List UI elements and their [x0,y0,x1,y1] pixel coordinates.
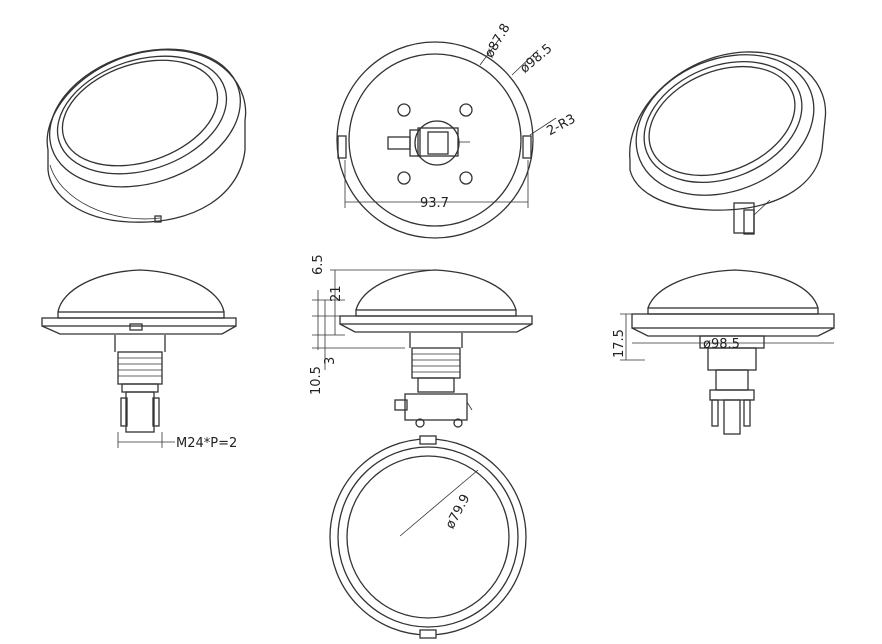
dim-top-outer-diameter: ø98.5 [517,41,555,76]
dim-top-width: 93.7 [420,196,449,211]
dim-thread-spec: M24*P=2 [176,436,237,451]
dim-cap-height: 6.5 [311,254,326,275]
iso-view-right [629,51,827,235]
dim-total-height: 21 [329,285,344,302]
dim-side-diameter: ø98.5 [703,337,740,352]
dim-top-inner-diameter: ø87.8 [482,21,513,60]
bottom-view: ø79.9 [329,435,527,639]
dim-flange-gap: 3 [323,357,338,365]
dim-side-height: 17.5 [612,329,627,358]
dim-mount-holes: 2-R3 [544,112,578,139]
dim-flange-height: 10.5 [309,366,324,395]
front-view-left: M24*P=2 [41,269,237,451]
top-view: ø87.8 ø98.5 2-R3 93.7 [336,21,578,239]
dim-lens-diameter: ø79.9 [443,492,474,532]
side-view-right: ø98.5 17.5 [612,269,835,435]
front-view-center: 6.5 21 3 10.5 [309,254,533,428]
iso-view-left [46,48,247,223]
